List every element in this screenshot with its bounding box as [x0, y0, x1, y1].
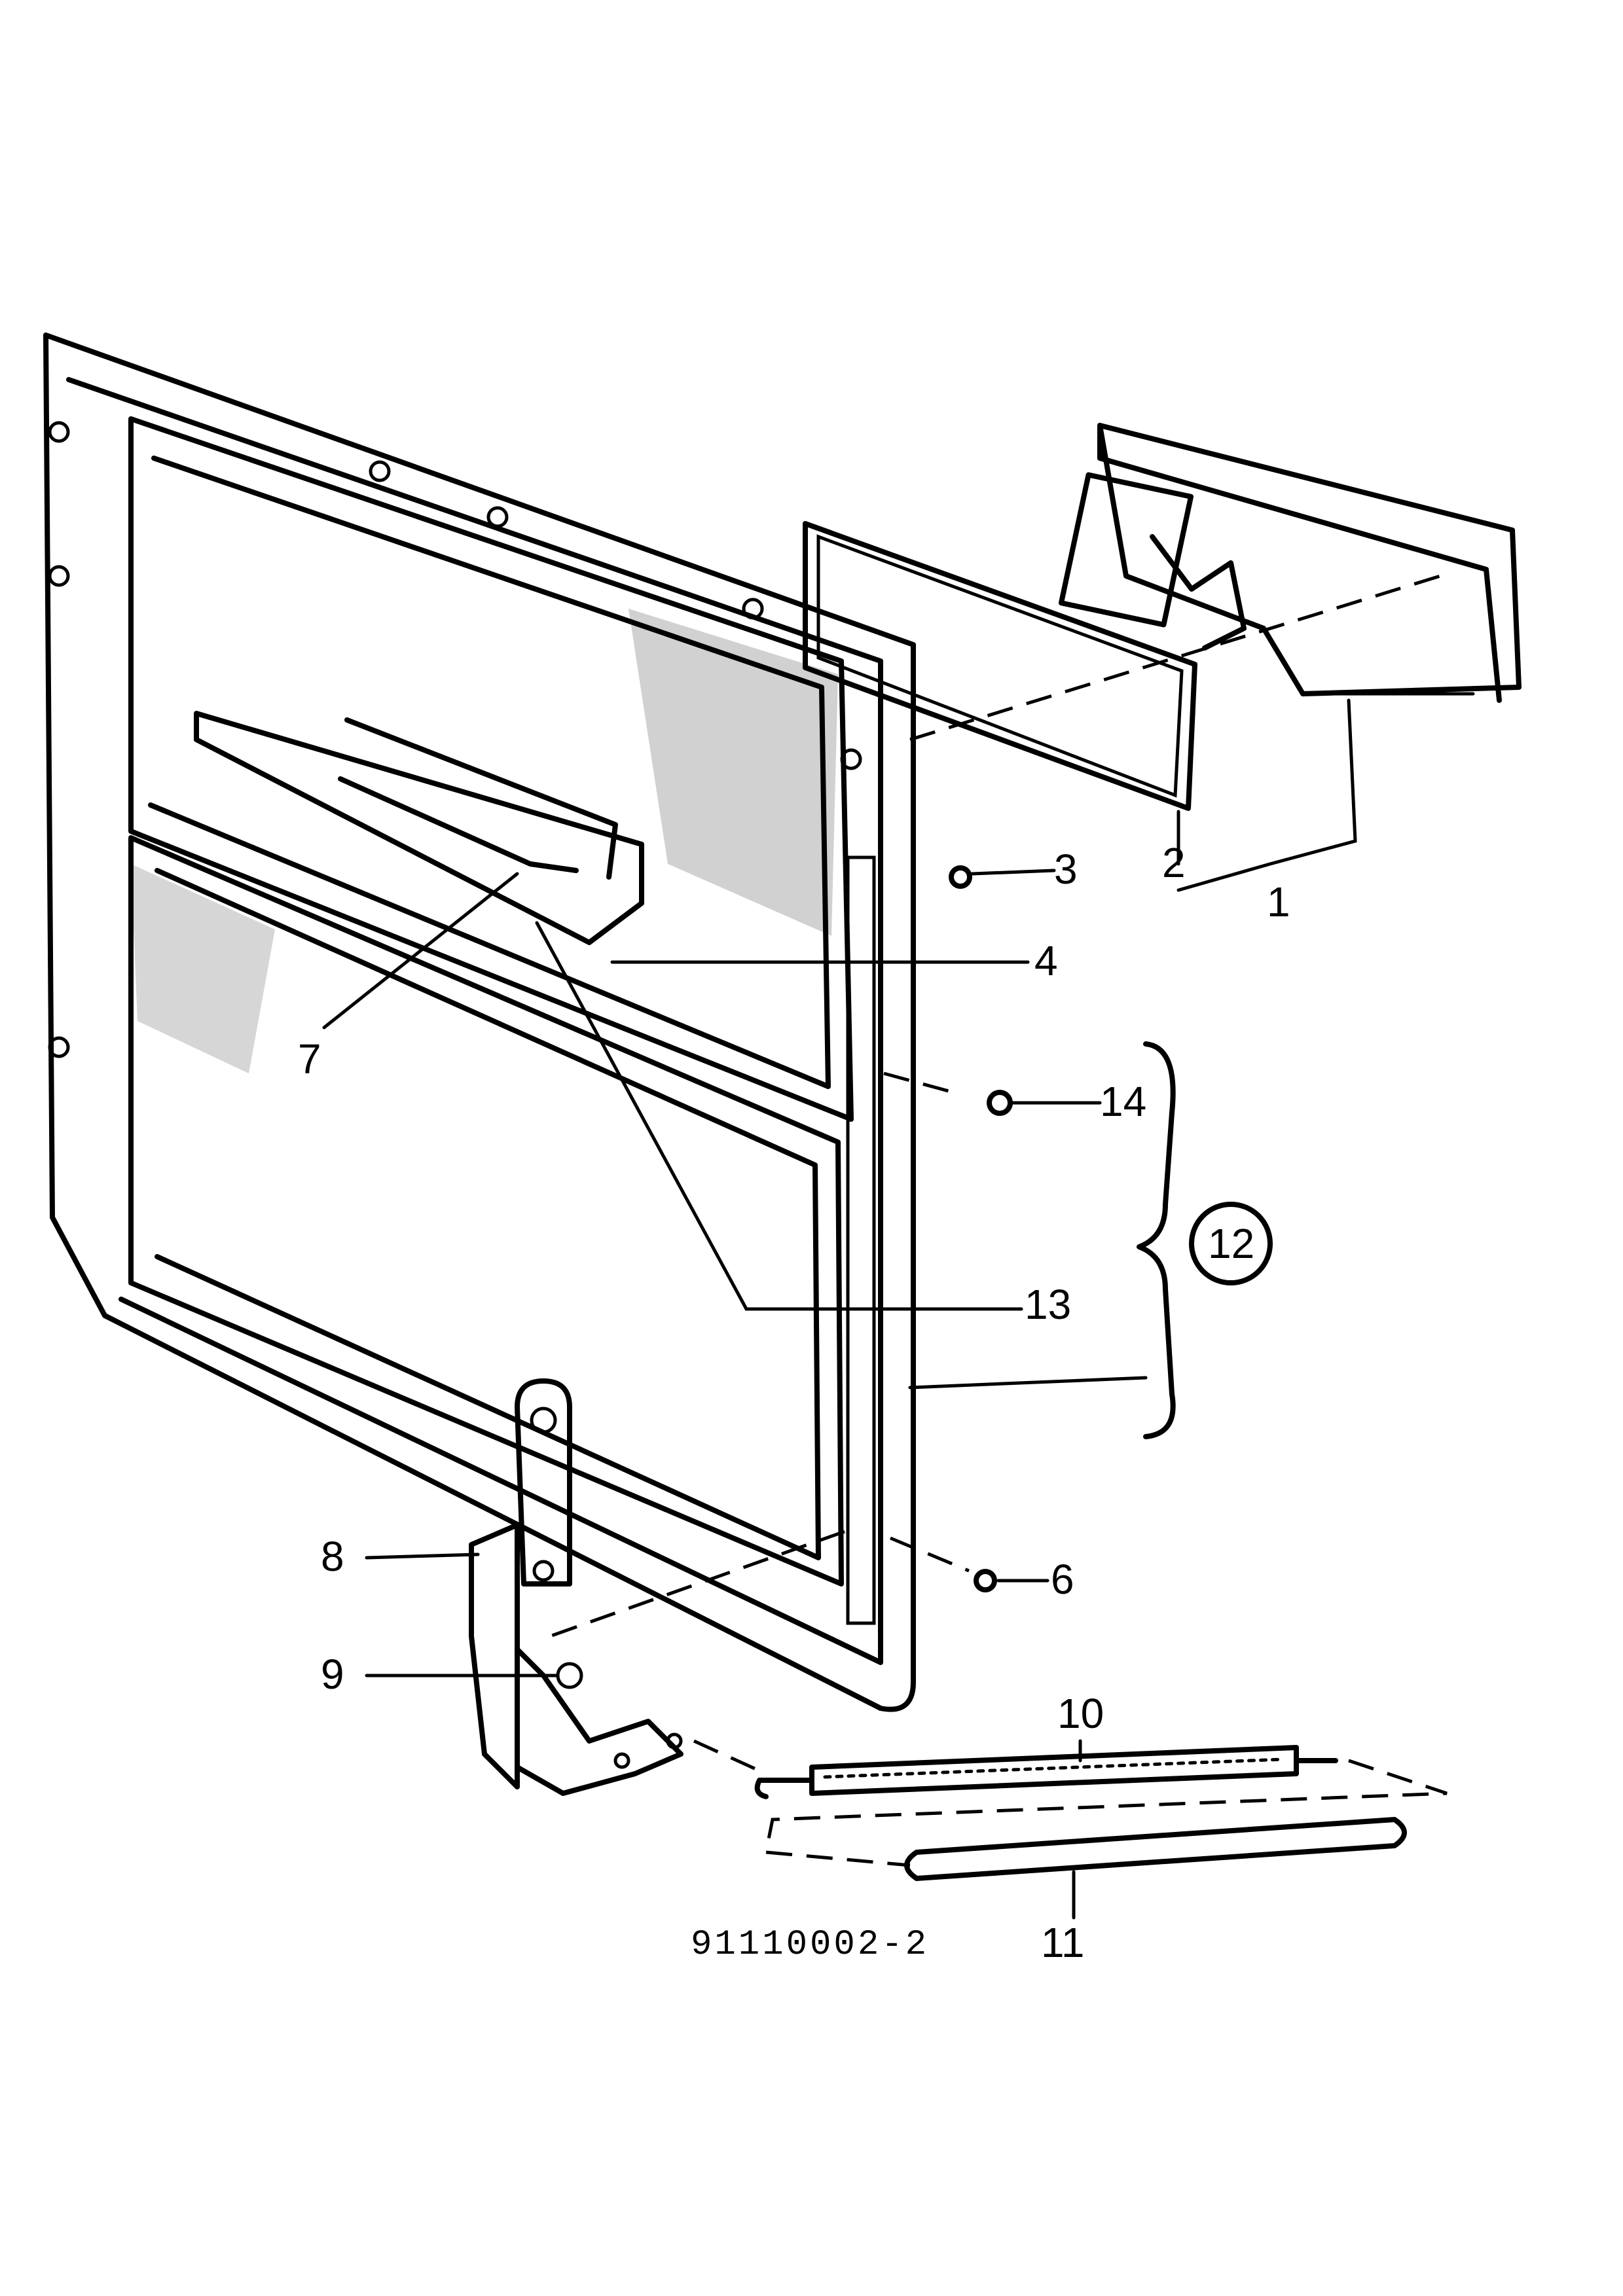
drawing-code: 91110002-2: [691, 1925, 929, 1965]
door-handle: [194, 711, 644, 945]
insulation: [131, 609, 838, 1073]
hinge-spring: [754, 1745, 1338, 1799]
callout-1: 1: [1267, 878, 1290, 925]
explosion-lines: [549, 574, 1448, 1867]
callout-14: 14: [1100, 1078, 1146, 1125]
callout-12-ring: [1189, 1202, 1273, 1285]
callout-3: 3: [1054, 846, 1078, 893]
callout-12: 12: [1208, 1220, 1254, 1267]
screws: [949, 865, 1013, 1592]
callout-2: 2: [1162, 839, 1186, 886]
callout-11: 11: [1041, 1919, 1084, 1966]
door-gasket: [803, 521, 1197, 811]
hinge-assembly: [469, 1378, 684, 1796]
callout-13: 13: [1025, 1281, 1071, 1328]
callout-7: 7: [298, 1035, 321, 1083]
frame-screws: [48, 421, 862, 1058]
leader-lines: [322, 698, 1357, 1920]
callout-9: 9: [321, 1651, 344, 1698]
callout-6: 6: [1051, 1556, 1074, 1603]
callout-10: 10: [1057, 1690, 1104, 1737]
callout-labels: 1 2 3 4 14 12 7 13 6 8 9 10 11 91110002-…: [298, 839, 1290, 1966]
callout-4: 4: [1034, 937, 1058, 984]
control-panel: [1058, 423, 1522, 703]
callout-8: 8: [321, 1533, 344, 1580]
spring-sleeve: [904, 1817, 1407, 1881]
